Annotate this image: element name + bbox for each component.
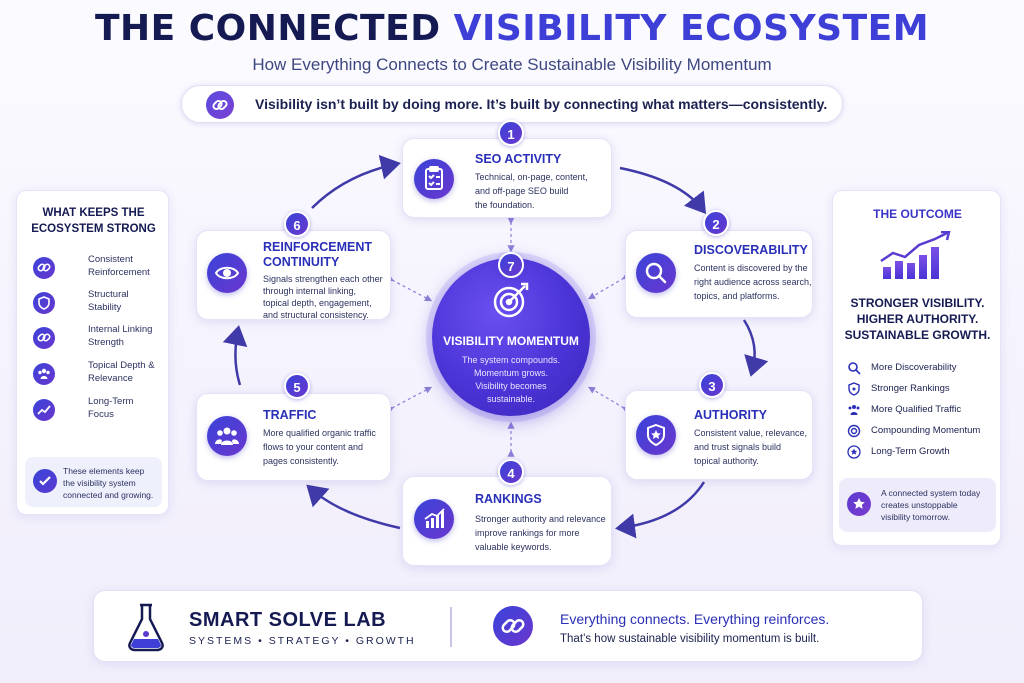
spoke-6 [386,274,433,302]
arrow-3-to-4 [615,481,706,539]
panel-title: THE OUTCOME [873,207,962,221]
footer-line-1: Everything connects. Everything reinforc… [560,611,830,627]
brand-tagline: SYSTEMS • STRATEGY • GROWTH [189,635,416,647]
title-part-2: VISIBILITY ECOSYSTEM [453,8,930,49]
link-icon [33,257,55,279]
hub-title: VISIBILITY MOMENTUM [443,334,579,348]
brand-name: SMART SOLVE LAB [189,609,387,631]
flask-icon [124,601,168,653]
target-icon [491,280,531,320]
step-number-1: 1 [498,120,524,146]
step-desc: Technical, on-page, content,and off-page… [475,172,588,210]
step-card-discoverability: DISCOVERABILITY Content is discovered by… [625,230,813,318]
hub-desc: The system compounds.Momentum grows.Visi… [461,355,561,404]
people-icon [847,403,861,417]
tagline-text: Visibility isn’t built by doing more. It… [255,96,828,112]
magnifier-icon [636,253,676,293]
step-desc: Consistent value, relevance,and trust si… [694,428,808,466]
page-title: THE CONNECTED VISIBILITY ECOSYSTEM [0,8,1024,49]
step-title: TRAFFIC [263,408,317,422]
step-card-rankings: RANKINGS Stronger authority and relevanc… [402,476,612,566]
spoke-2 [587,272,630,300]
bar-chart-icon [414,499,454,539]
outcome-headline: STRONGER VISIBILITY.HIGHER AUTHORITY.SUS… [844,296,991,342]
people-icon [207,416,247,456]
clipboard-check-icon [414,159,454,199]
star-icon [847,445,861,459]
list-item: Compounding Momentum [847,423,997,439]
step-card-seo-activity: SEO ACTIVITY Technical, on-page, content… [402,138,612,218]
step-title: SEO ACTIVITY [475,152,562,166]
tagline-banner: Visibility isn’t built by doing more. It… [181,85,843,123]
spoke-3 [587,386,630,414]
step-title: DISCOVERABILITY [694,243,808,257]
spoke-5 [386,386,433,414]
people-icon [33,363,55,385]
trend-icon [33,399,55,421]
hub-visibility-momentum: VISIBILITY MOMENTUM The system compounds… [432,258,590,416]
list-item: Long-Term Growth [847,444,997,460]
step-title: AUTHORITY [694,408,767,422]
arrow-6-to-1 [311,154,401,209]
step-number-3: 3 [699,372,725,398]
step-title: RANKINGS [475,492,542,506]
step-number-7: 7 [498,252,524,278]
link-icon [33,327,55,349]
divider [450,607,452,647]
panel-the-outcome: THE OUTCOME STRONGER VISIBILITY.HIGHER A… [832,190,1001,546]
list-item: Stronger Rankings [847,381,997,397]
step-number-6: 6 [284,211,310,237]
shield-star-icon [847,382,861,396]
step-number-2: 2 [703,210,729,236]
list-item: More Qualified Traffic [847,402,997,418]
list-item: Topical Depth &Relevance [33,359,163,393]
step-card-authority: AUTHORITY Consistent value, relevance,an… [625,390,813,480]
arrow-4-to-5 [306,484,401,530]
title-part-1: THE CONNECTED [94,8,441,49]
list-item: More Discoverability [847,360,997,376]
star-badge-icon [847,492,871,516]
arrow-5-to-6 [222,325,248,386]
growth-chart-icon [877,230,957,281]
footer-banner: SMART SOLVE LAB SYSTEMS • STRATEGY • GRO… [93,590,923,662]
step-number-4: 4 [498,459,524,485]
magnifier-icon [847,361,861,375]
shield-star-icon [636,415,676,455]
arrow-1-to-2 [619,166,707,214]
link-icon [206,91,234,119]
shield-icon [33,292,55,314]
link-icon [493,606,533,646]
arrow-2-to-3 [742,319,769,377]
footer-line-2: That’s how sustainable visibility moment… [560,633,820,645]
target-icon [847,424,861,438]
eye-icon [207,253,247,293]
step-number-5: 5 [284,373,310,399]
check-badge-icon [33,469,57,493]
page-subtitle: How Everything Connects to Create Sustai… [252,55,772,74]
